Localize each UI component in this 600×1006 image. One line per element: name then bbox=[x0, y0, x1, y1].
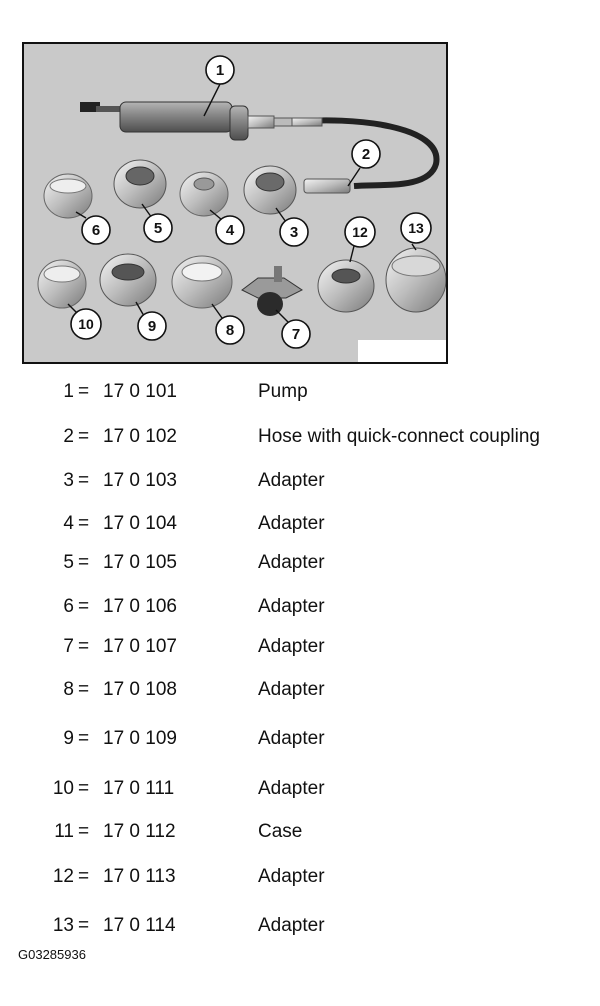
svg-text:4: 4 bbox=[226, 222, 235, 239]
part-number: 8 bbox=[63, 679, 74, 700]
part-number: 11 bbox=[54, 821, 74, 842]
parts-row: 4= 17 0 104 Adapter bbox=[0, 509, 600, 539]
part-description: Adapter bbox=[258, 679, 325, 700]
parts-row: 13= 17 0 114 Adapter bbox=[0, 911, 600, 941]
callout-9: 9 bbox=[137, 311, 167, 341]
part-description: Hose with quick-connect coupling bbox=[258, 426, 540, 447]
callout-8: 8 bbox=[215, 315, 245, 345]
part-code: 17 0 109 bbox=[103, 728, 177, 749]
part-code: 17 0 113 bbox=[103, 866, 176, 887]
part-description: Adapter bbox=[258, 636, 325, 657]
part-description: Adapter bbox=[258, 728, 325, 749]
parts-row: 9= 17 0 109 Adapter bbox=[0, 724, 600, 754]
parts-row: 6= 17 0 106 Adapter bbox=[0, 592, 600, 622]
figure-code: G03285936 bbox=[18, 947, 86, 962]
part-description: Adapter bbox=[258, 915, 325, 936]
equals-sign: = bbox=[78, 426, 90, 447]
part-number: 9 bbox=[63, 728, 74, 749]
part-number: 2 bbox=[63, 426, 74, 447]
callout-5: 5 bbox=[143, 213, 173, 243]
callout-leaders bbox=[67, 83, 417, 323]
part-code: 17 0 101 bbox=[103, 381, 177, 402]
svg-text:3: 3 bbox=[290, 224, 298, 241]
parts-row: 7= 17 0 107 Adapter bbox=[0, 632, 600, 662]
equals-sign: = bbox=[78, 552, 90, 573]
part-description: Adapter bbox=[258, 778, 325, 799]
part-code: 17 0 105 bbox=[103, 552, 177, 573]
parts-row: 8= 17 0 108 Adapter bbox=[0, 675, 600, 705]
svg-text:9: 9 bbox=[148, 318, 156, 335]
callout-13: 13 bbox=[400, 212, 432, 244]
part-number: 6 bbox=[63, 596, 74, 617]
part-number: 7 bbox=[63, 636, 74, 657]
equals-sign: = bbox=[78, 915, 90, 936]
equals-sign: = bbox=[78, 470, 90, 491]
part-number: 5 bbox=[63, 552, 74, 573]
svg-text:6: 6 bbox=[92, 222, 100, 239]
part-code: 17 0 114 bbox=[103, 915, 176, 936]
part-code: 17 0 103 bbox=[103, 470, 177, 491]
equals-sign: = bbox=[78, 866, 90, 887]
adapter-drawings bbox=[37, 159, 446, 316]
part-code: 17 0 106 bbox=[103, 596, 177, 617]
callout-10: 10 bbox=[70, 308, 102, 340]
equals-sign: = bbox=[78, 513, 90, 534]
svg-text:12: 12 bbox=[352, 224, 368, 240]
callout-12: 12 bbox=[344, 216, 376, 248]
part-description: Adapter bbox=[258, 596, 325, 617]
svg-text:5: 5 bbox=[154, 220, 162, 237]
equals-sign: = bbox=[78, 381, 90, 402]
part-number: 3 bbox=[63, 470, 74, 491]
callout-2: 2 bbox=[351, 139, 381, 169]
part-description: Adapter bbox=[258, 470, 325, 491]
svg-text:1: 1 bbox=[216, 62, 224, 79]
equals-sign: = bbox=[78, 636, 90, 657]
part-description: Pump bbox=[258, 381, 308, 402]
equals-sign: = bbox=[78, 821, 90, 842]
part-code: 17 0 111 bbox=[103, 778, 175, 799]
part-number: 12 bbox=[52, 866, 74, 887]
hose-drawing bbox=[291, 117, 440, 194]
svg-text:13: 13 bbox=[408, 220, 424, 236]
callout-group: 1 2 3 4 5 6 7 8 9 10 12 13 bbox=[70, 55, 432, 349]
parts-row: 12= 17 0 113 Adapter bbox=[0, 862, 600, 892]
pump-drawing bbox=[80, 101, 293, 141]
equals-sign: = bbox=[78, 728, 90, 749]
part-number: 13 bbox=[52, 915, 74, 936]
equals-sign: = bbox=[78, 679, 90, 700]
svg-text:10: 10 bbox=[78, 316, 94, 332]
part-code: 17 0 112 bbox=[103, 821, 176, 842]
part-number: 4 bbox=[63, 513, 74, 534]
callout-4: 4 bbox=[215, 215, 245, 245]
callout-1: 1 bbox=[205, 55, 235, 85]
part-code: 17 0 102 bbox=[103, 426, 177, 447]
svg-text:8: 8 bbox=[226, 322, 234, 339]
tool-kit-illustration: 1 2 3 4 5 6 7 8 9 10 12 13 bbox=[22, 42, 448, 364]
parts-row: 3= 17 0 103 Adapter bbox=[0, 466, 600, 496]
callout-6: 6 bbox=[81, 215, 111, 245]
parts-row: 10= 17 0 111 Adapter bbox=[0, 774, 600, 804]
part-code: 17 0 108 bbox=[103, 679, 177, 700]
equals-sign: = bbox=[78, 778, 90, 799]
svg-text:7: 7 bbox=[292, 326, 300, 343]
parts-row: 11= 17 0 112 Case bbox=[0, 817, 600, 847]
equals-sign: = bbox=[78, 596, 90, 617]
callout-3: 3 bbox=[279, 217, 309, 247]
tool-kit-drawing: 1 2 3 4 5 6 7 8 9 10 12 13 bbox=[37, 55, 446, 362]
part-code: 17 0 104 bbox=[103, 513, 177, 534]
parts-row: 1= 17 0 101 Pump bbox=[0, 377, 600, 407]
part-description: Case bbox=[258, 821, 303, 842]
callout-7: 7 bbox=[281, 319, 311, 349]
svg-text:2: 2 bbox=[362, 146, 370, 163]
part-description: Adapter bbox=[258, 552, 325, 573]
part-description: Adapter bbox=[258, 866, 325, 887]
parts-row: 5= 17 0 105 Adapter bbox=[0, 548, 600, 578]
parts-row: 2= 17 0 102 Hose with quick-connect coupli… bbox=[0, 422, 600, 452]
part-number: 10 bbox=[52, 778, 74, 799]
part-code: 17 0 107 bbox=[103, 636, 177, 657]
corner-block bbox=[358, 340, 446, 362]
part-description: Adapter bbox=[258, 513, 325, 534]
part-number: 1 bbox=[63, 381, 74, 402]
